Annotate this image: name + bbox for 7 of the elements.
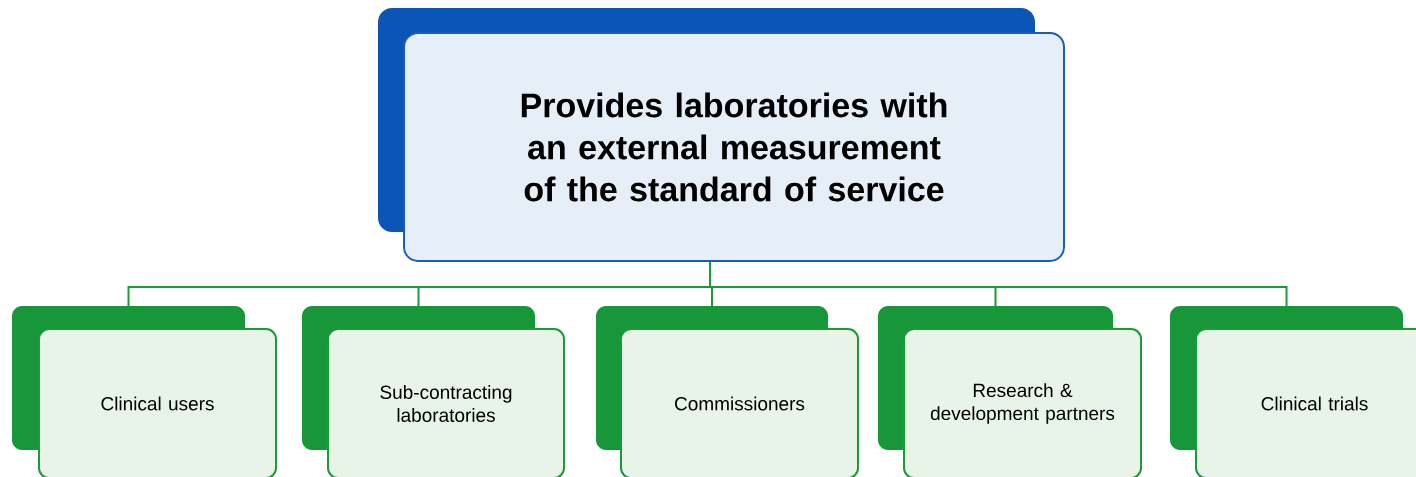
connector-line (709, 261, 1288, 307)
heading-box: Provides laboratories with an external measurement of the standard of service (378, 8, 1065, 262)
category-box: Clinical users (12, 306, 277, 477)
category-box: Clinical trials (1170, 306, 1416, 477)
category-box: Research & development partners (878, 306, 1142, 477)
category-box: Sub-contracting laboratories (302, 306, 565, 477)
category-box: Commissioners (596, 306, 859, 477)
